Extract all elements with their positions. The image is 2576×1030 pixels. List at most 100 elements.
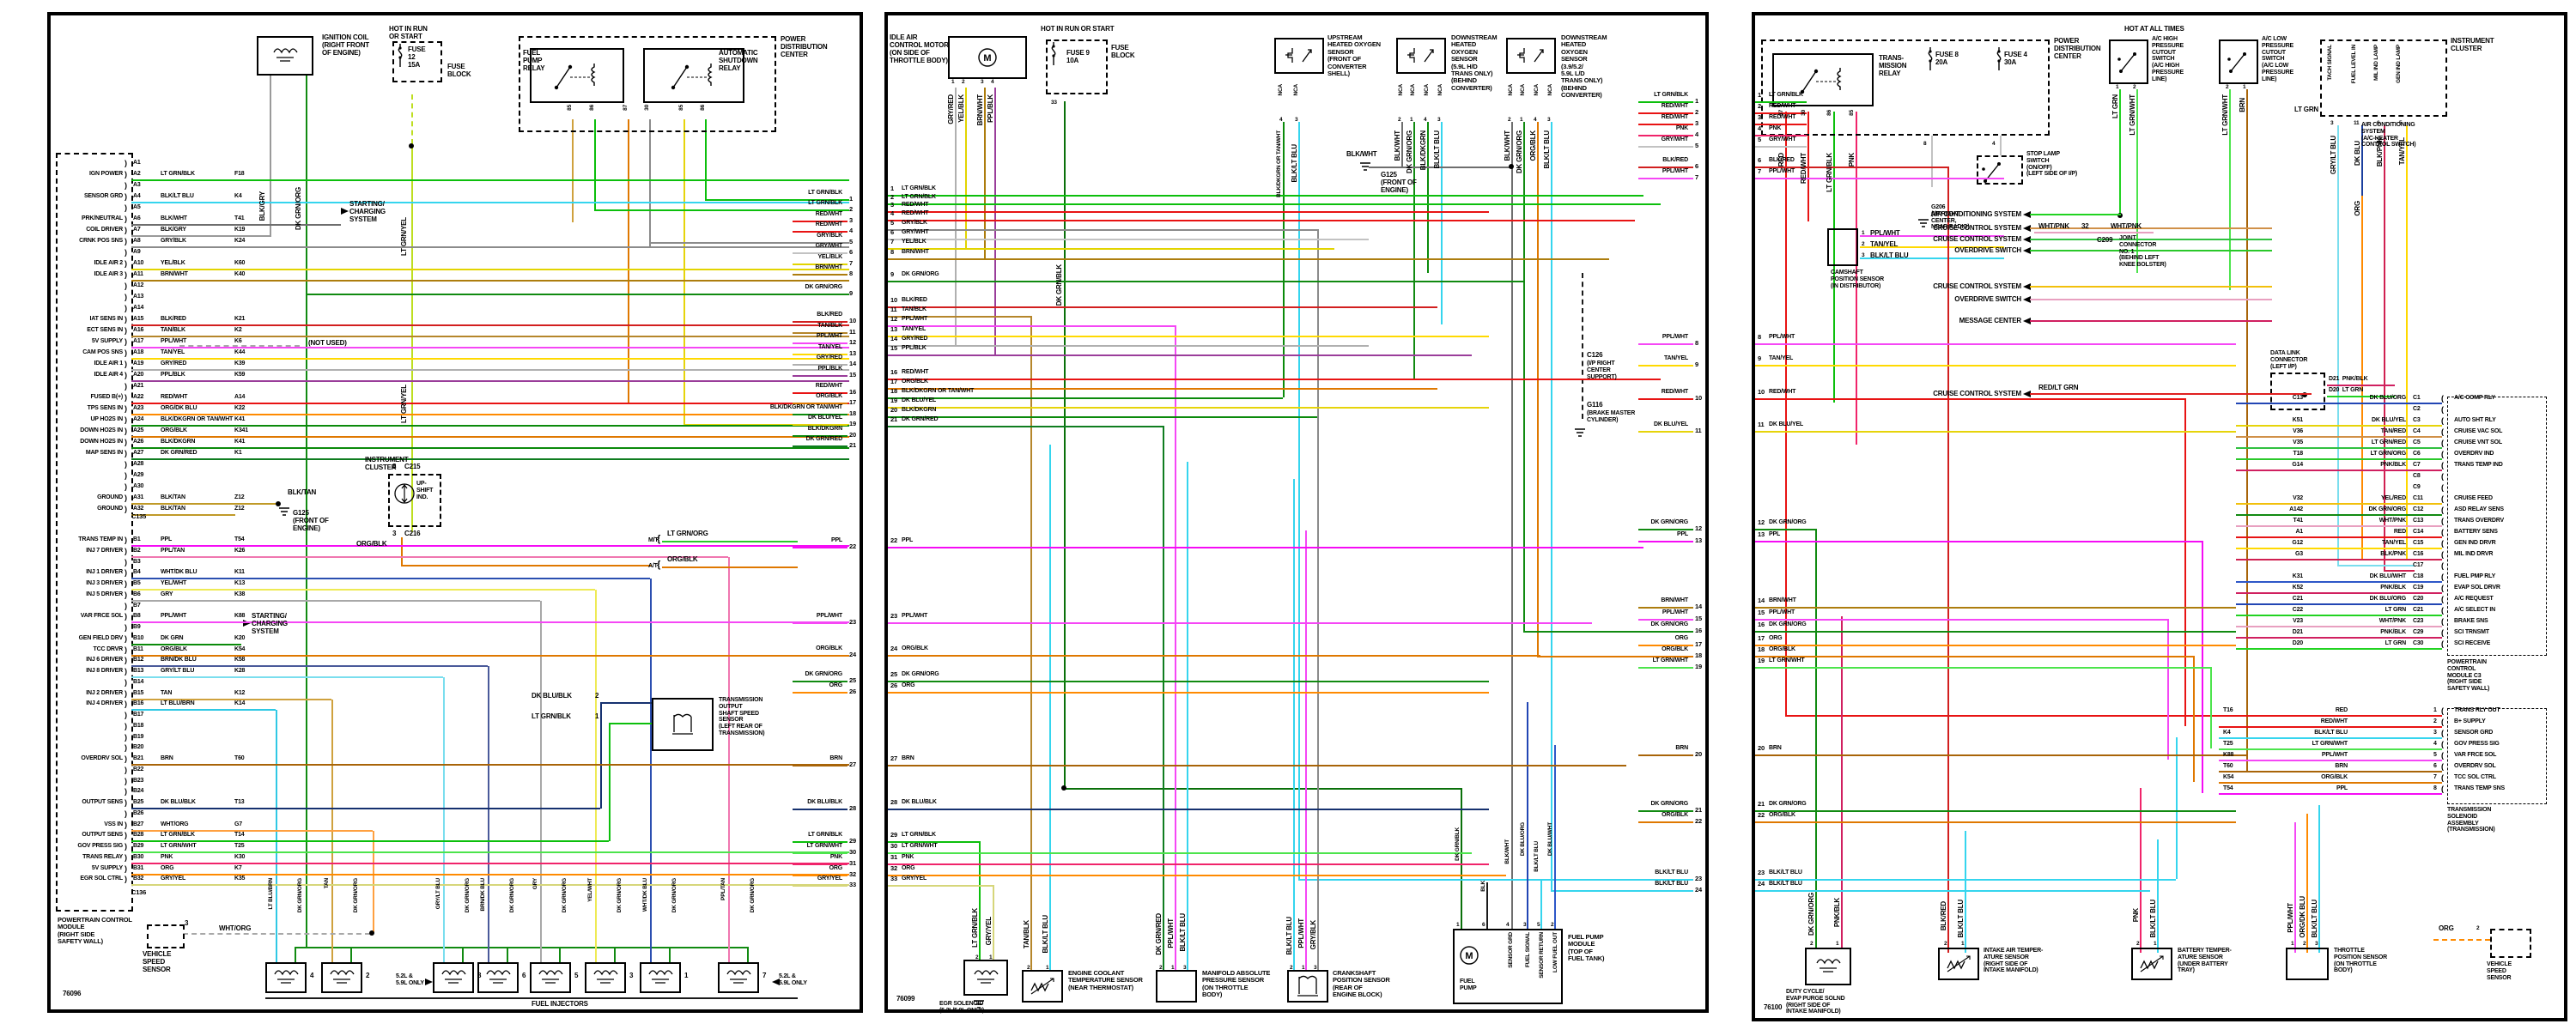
signal-name: IDLE AIR 2 xyxy=(94,260,123,266)
label: DK BLU/ORG xyxy=(1520,822,1526,857)
wire xyxy=(131,324,849,326)
edge-wire-label: PPL/WHT xyxy=(816,333,842,339)
wire xyxy=(888,426,1163,427)
edge-wire-number: 17 xyxy=(849,398,856,406)
wire-color-label: BLK/TAN xyxy=(161,494,185,500)
circuit-code: G7 xyxy=(234,821,242,827)
injector-wire-label: PPL/TAN xyxy=(720,878,726,900)
wire xyxy=(1441,122,1443,324)
circuit-code: T54 xyxy=(2223,785,2233,791)
circuit-code: K11 xyxy=(234,569,245,575)
pin-id: C2 xyxy=(2413,406,2421,412)
edge-wire-number: 1 xyxy=(890,185,894,192)
injector-wire-label: DK GRN/ORG xyxy=(562,878,568,913)
edge-wire-label: PPL/WHT xyxy=(1769,168,1795,174)
label: DATA LINK CONNECTOR (LEFT I/P) xyxy=(2270,350,2308,370)
circuit-code: T41 xyxy=(2293,518,2304,524)
wire xyxy=(888,345,1369,347)
edge-wire-number: 8 xyxy=(1758,333,1761,341)
edge-wire-number: 24 xyxy=(1758,880,1765,888)
label: 1 xyxy=(1046,965,1049,971)
label: ORG xyxy=(2439,924,2454,932)
edge-wire-label: LT GRN/BLK xyxy=(1654,92,1688,98)
pin-bracket: ) xyxy=(125,667,127,676)
wire xyxy=(2030,286,2272,288)
circuit-code: K44 xyxy=(234,349,246,355)
wire xyxy=(1755,431,2236,433)
component-box: M xyxy=(948,36,1027,79)
wire xyxy=(131,808,600,809)
circuit-code: K341 xyxy=(234,427,248,433)
wire xyxy=(2219,748,2442,750)
wire-color-label: BLK/GRY xyxy=(161,227,186,233)
edge-wire-number: 14 xyxy=(1695,603,1702,610)
wire xyxy=(888,316,1030,318)
pin-id: B24 xyxy=(133,788,144,794)
pin-bracket: ( xyxy=(2441,427,2444,436)
signal-name: INJ 5 DRIVER xyxy=(86,591,123,597)
circuit-code: K4 xyxy=(234,193,242,199)
label: FUEL LEVEL IN xyxy=(2351,45,2357,84)
wire-color-label: WHT/DK BLU xyxy=(161,569,197,575)
wire xyxy=(628,119,629,403)
gnd-icon xyxy=(279,507,289,516)
wire xyxy=(1638,431,1693,433)
label: 1 xyxy=(1862,230,1865,236)
label: 4 xyxy=(1424,117,1427,123)
label: ORG/BLK xyxy=(356,540,387,548)
edge-wire-number: 19 xyxy=(890,397,897,404)
signal-name: GEN IND DRVR xyxy=(2454,540,2496,546)
wire xyxy=(888,281,1523,282)
pin-bracket: ) xyxy=(125,248,127,257)
edge-wire-label: LT GRN/WHT xyxy=(902,843,938,849)
edge-wire-label: BLK/LT BLU xyxy=(1769,881,1802,887)
wire xyxy=(131,503,276,505)
wire xyxy=(1785,112,1787,715)
flow-arrow xyxy=(341,208,349,215)
wire xyxy=(1755,343,2236,345)
circuit-code: K13 xyxy=(234,580,246,586)
label: BLK/LT BLU xyxy=(1179,913,1187,952)
edge-wire-number: 33 xyxy=(890,875,897,882)
wire xyxy=(1638,124,1693,125)
edge-wire-number: 5 xyxy=(1695,142,1698,149)
edge-wire-number: 7 xyxy=(1758,167,1761,175)
wire xyxy=(443,677,445,962)
label: ORG/DK BLU xyxy=(2299,896,2306,938)
edge-wire-number: 8 xyxy=(849,270,853,277)
signal-name: OUTPUT SENS xyxy=(82,832,123,838)
wire-color-label: DK BLU/YEL xyxy=(2371,417,2406,423)
wire xyxy=(979,841,981,960)
label: LT GRN/BLK xyxy=(971,908,979,948)
wire xyxy=(131,830,373,832)
edge-wire-label: DK GRN/ORG xyxy=(1769,621,1807,627)
edge-wire-number: 4 xyxy=(1758,124,1761,132)
signal-name: GEN FIELD DRV xyxy=(78,635,124,641)
pin-id: C4 xyxy=(2413,428,2421,434)
edge-wire-number: 2 xyxy=(849,205,853,213)
label: PPL/WHT xyxy=(1167,918,1175,948)
edge-wire-label: LT GRN/WHT xyxy=(1769,657,1805,663)
edge-wire-number: 23 xyxy=(1758,869,1765,876)
edge-wire-number: 30 xyxy=(849,848,856,856)
edge-wire-label: BRN xyxy=(1769,745,1782,751)
label: VEHICLE SPEED SENSOR xyxy=(2487,961,2512,981)
edge-wire-label: ORG/BLK xyxy=(1769,646,1795,652)
wire xyxy=(2236,447,2442,449)
edge-wire-number: 7 xyxy=(1695,173,1698,181)
label: 1 xyxy=(951,79,955,85)
pin-id: C12 xyxy=(2413,506,2424,512)
pin-id: C9 xyxy=(2413,484,2421,490)
pin-id: B18 xyxy=(133,723,144,729)
edge-wire-label: BRN/WHT xyxy=(815,264,842,270)
wire xyxy=(1638,135,1693,136)
pin-bracket: ) xyxy=(125,237,127,245)
edge-wire-label: YEL/BLK xyxy=(817,254,842,260)
pin-bracket: ( xyxy=(2441,416,2444,425)
wire xyxy=(1755,607,2236,609)
edge-wire-number: 19 xyxy=(849,420,856,427)
wire xyxy=(1527,702,1528,929)
wire xyxy=(401,537,403,565)
wire-color-label: TAN/YEL xyxy=(2381,540,2406,546)
label: 33 xyxy=(1051,100,1057,106)
